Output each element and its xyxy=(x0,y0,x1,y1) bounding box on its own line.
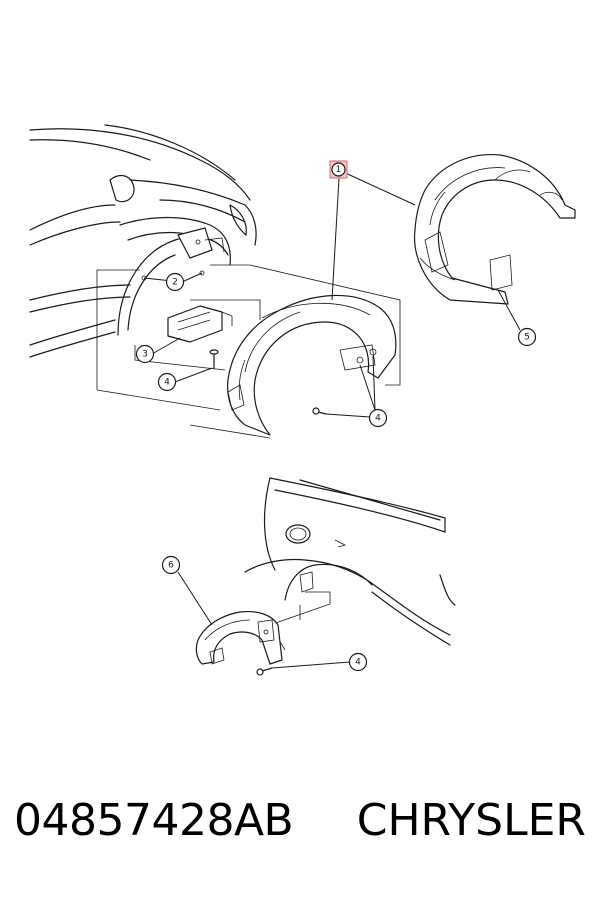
callout-label: 4 xyxy=(164,377,170,387)
callout-5[interactable]: 5 xyxy=(517,327,537,347)
callout-4a[interactable]: 4 xyxy=(157,372,177,392)
callout-1[interactable]: 1 xyxy=(329,160,348,179)
callout-label: 5 xyxy=(524,332,530,342)
callout-4b[interactable]: 4 xyxy=(368,408,388,428)
push-pin xyxy=(312,407,327,415)
callout-label: 1 xyxy=(336,165,342,175)
parts-diagram: 1 2 3 4 4 5 6 4 xyxy=(29,124,576,676)
car-body-rear xyxy=(244,477,456,646)
callout-label: 2 xyxy=(172,277,178,287)
bracket-part-3 xyxy=(167,305,233,343)
footer: 04857428AB CHRYSLER xyxy=(0,795,600,865)
callout-2[interactable]: 2 xyxy=(165,272,185,292)
projection-lines xyxy=(96,264,401,439)
callout-3[interactable]: 3 xyxy=(135,344,155,364)
callout-label: 4 xyxy=(355,657,361,667)
brand-name: CHRYSLER xyxy=(356,795,586,846)
callouts: 1 2 3 4 4 5 6 4 xyxy=(135,160,537,672)
splash-shield-part-6 xyxy=(195,610,283,665)
leader-lines xyxy=(143,169,521,669)
bolt xyxy=(209,349,219,369)
callout-label: 6 xyxy=(168,560,174,570)
push-pin-lower xyxy=(256,667,273,676)
car-body-front xyxy=(29,124,257,358)
callout-6[interactable]: 6 xyxy=(161,555,181,575)
wheelhouse-liner-part-1 xyxy=(227,294,397,436)
part-number: 04857428AB xyxy=(14,795,294,846)
callout-label: 4 xyxy=(375,413,381,423)
wheelhouse-liner-part-5 xyxy=(413,153,576,305)
callout-label: 3 xyxy=(142,349,148,359)
callout-4c[interactable]: 4 xyxy=(348,652,368,672)
